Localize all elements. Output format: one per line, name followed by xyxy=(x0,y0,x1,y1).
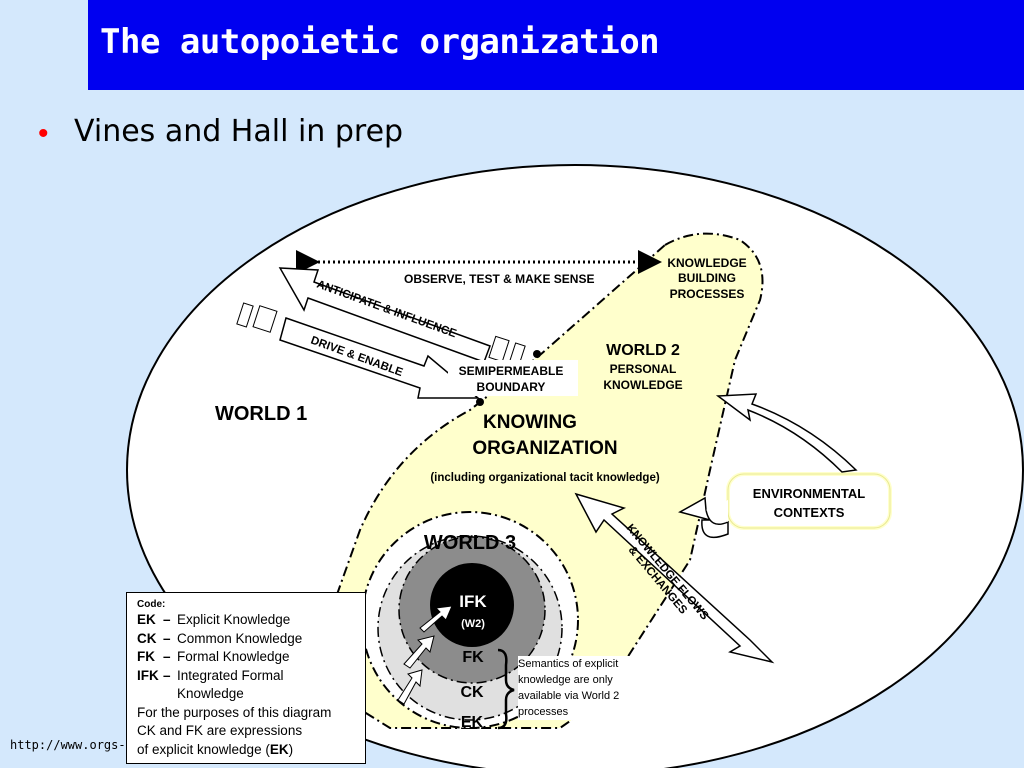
code-key: FK xyxy=(137,649,155,664)
code-row-ck: CK – Common Knowledge xyxy=(137,630,365,649)
code-row-ek: EK – Explicit Knowledge xyxy=(137,611,365,630)
bullet-text: Vines and Hall in prep xyxy=(74,114,404,149)
code-value: Explicit Knowledge xyxy=(177,612,291,627)
ifk-label: IFK xyxy=(459,592,487,611)
ek-brace xyxy=(497,648,515,730)
env-contexts-2: CONTEXTS xyxy=(774,505,845,520)
anticipate-arrow xyxy=(278,267,491,363)
code-key xyxy=(137,685,163,704)
code-legend-box: Code: EK – Explicit Knowledge CK – Commo… xyxy=(126,592,366,764)
world3-label: WORLD 3 xyxy=(424,532,516,554)
code-row-fk: FK – Formal Knowledge xyxy=(137,648,365,667)
code-value: Integrated Formal xyxy=(177,667,284,683)
semipermeable-box xyxy=(448,360,578,396)
code-dash xyxy=(163,685,177,704)
boundary-dot-lower xyxy=(476,398,484,406)
world3-arrow-ck xyxy=(397,669,423,705)
env-arrow-lower-body xyxy=(706,500,728,522)
code-dash: – xyxy=(163,612,171,627)
code-note-3-suffix: ) xyxy=(288,741,294,757)
code-note-2: CK and FK are expressions xyxy=(137,723,303,738)
code-dash: – xyxy=(163,649,171,664)
observe-label: OBSERVE, TEST & MAKE SENSE xyxy=(404,272,594,286)
world2-sub-1: PERSONAL xyxy=(610,362,677,376)
code-note-3: of explicit knowledge (EK) xyxy=(137,741,365,760)
code-dash: – xyxy=(163,667,171,683)
code-header: Code: xyxy=(137,599,166,610)
semipermeable-1: SEMIPERMEABLE xyxy=(459,364,564,378)
knowledge-flows-arrow xyxy=(574,492,775,664)
fk-label: FK xyxy=(462,649,484,666)
kbp-label-3: PROCESSES xyxy=(670,287,745,301)
drive-dash-2 xyxy=(252,305,278,333)
title-bar xyxy=(88,0,1024,90)
ck-label: CK xyxy=(460,684,484,701)
code-value: Knowledge xyxy=(177,686,244,701)
footer-url[interactable]: http://www.orgs- xyxy=(10,738,126,752)
kbp-label-2: BUILDING xyxy=(678,271,736,285)
code-row-ifk-cont: Knowledge xyxy=(137,685,365,704)
code-dash: – xyxy=(163,630,171,646)
code-row-ifk: IFK – Integrated Formal xyxy=(137,667,365,686)
boundary-dot-upper xyxy=(533,350,541,358)
knowing-org-2: ORGANIZATION xyxy=(472,438,617,459)
page-title: The autopoietic organization xyxy=(100,22,660,62)
world3-arrow-ifk xyxy=(419,605,453,633)
kbp-label-1: KNOWLEDGE xyxy=(667,256,746,270)
world2-title: WORLD 2 xyxy=(606,342,680,359)
code-note-1: For the purposes of this diagram xyxy=(137,704,332,720)
env-contexts-1: ENVIRONMENTAL xyxy=(753,486,865,501)
semantics-note: Semantics of explicit knowledge are only… xyxy=(518,656,648,720)
code-key: EK xyxy=(137,612,156,627)
bullet-dot: • xyxy=(38,117,49,150)
w2-tag: (W2) xyxy=(461,618,485,630)
drive-dash-1 xyxy=(236,302,254,328)
code-value: Common Knowledge xyxy=(177,630,303,646)
ifk-core xyxy=(430,563,514,647)
code-note-3-bold: EK xyxy=(269,741,289,757)
code-key: IFK xyxy=(137,667,159,683)
knowing-org-1: KNOWING xyxy=(483,412,577,433)
world2-sub-2: KNOWLEDGE xyxy=(603,378,682,392)
boundary-dash-1 xyxy=(488,335,510,363)
ek-label: EK xyxy=(461,714,484,731)
drive-enable-arrow xyxy=(279,317,481,399)
tacit-note: (including organizational tacit knowledg… xyxy=(430,472,660,484)
env-arrow-upper xyxy=(715,393,858,473)
env-arrow-lower xyxy=(678,496,729,538)
world1-label: WORLD 1 xyxy=(215,403,307,425)
code-key: CK xyxy=(137,630,157,646)
semipermeable-2: BOUNDARY xyxy=(477,380,546,394)
code-value: Formal Knowledge xyxy=(177,649,290,664)
world3-arrow-fk xyxy=(403,635,435,669)
code-note-3-prefix: of explicit knowledge ( xyxy=(137,741,270,757)
